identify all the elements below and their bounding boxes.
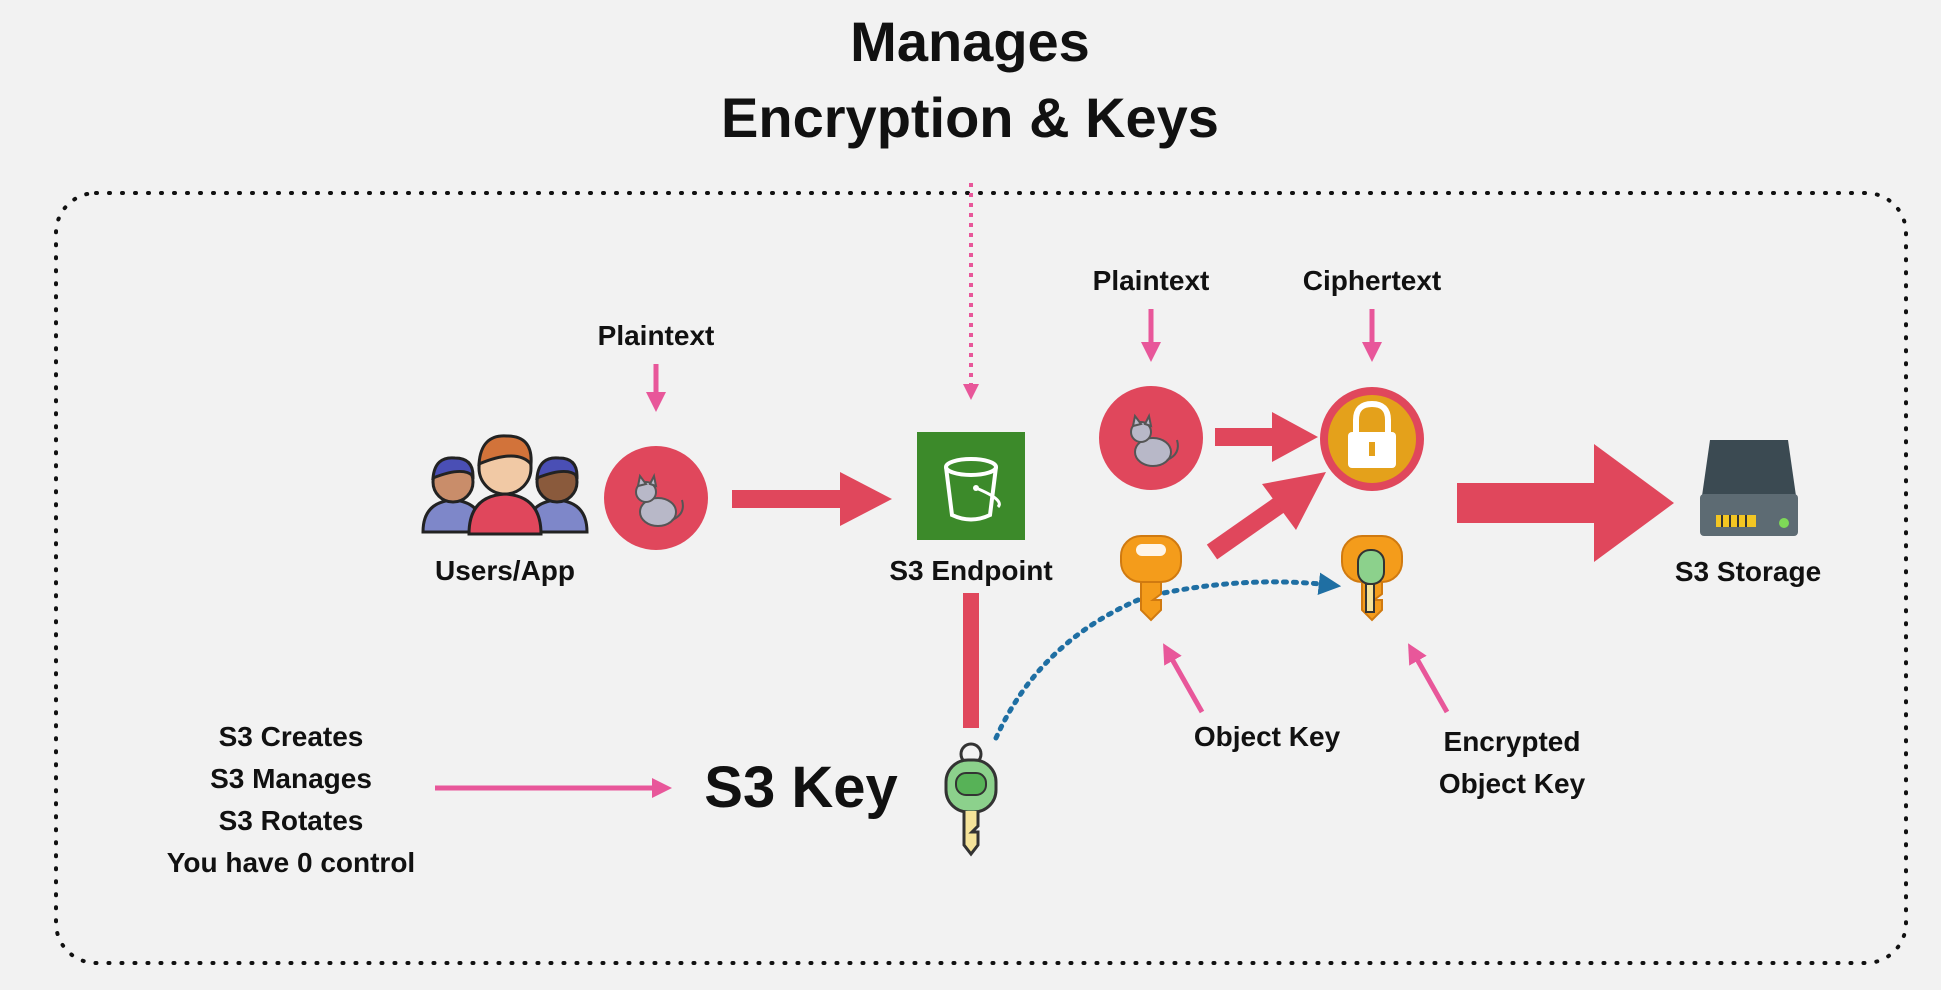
lock-to-storage-arrow — [1457, 444, 1674, 562]
encrypted-object-key-label: Encrypted Object Key — [1439, 721, 1585, 805]
page-title: Manages Encryption & Keys — [721, 4, 1219, 156]
object-key-icon — [1120, 535, 1182, 622]
s3-bucket-icon — [917, 432, 1025, 540]
s3-fact-item: S3 Creates — [218, 721, 364, 752]
s3-facts-list: S3 Creates S3 Manages S3 Rotates You hav… — [167, 716, 415, 884]
object-key-label: Object Key — [1193, 721, 1341, 752]
cat-icon-right — [1099, 386, 1203, 490]
ciphertext-label: Ciphertext — [1302, 265, 1442, 296]
title-line-2: Encryption & Keys — [721, 86, 1219, 149]
s3-fact-item: You have 0 control — [166, 847, 416, 878]
s3-endpoint-label: S3 Endpoint — [889, 555, 1053, 586]
users-icon — [421, 434, 589, 536]
users-app-label: Users/App — [434, 555, 576, 586]
padlock-icon — [1320, 387, 1424, 491]
storage-drive-icon — [1700, 440, 1798, 536]
endpoint-to-s3key-line — [963, 593, 979, 728]
cat-to-lock-arrow — [1215, 412, 1318, 462]
key-to-lock-arrow — [1206, 472, 1326, 560]
s3-fact-item: S3 Rotates — [218, 805, 364, 836]
s3-storage-label: S3 Storage — [1674, 556, 1822, 587]
s3-key-icon — [944, 742, 998, 857]
cat-icon-left — [604, 446, 708, 550]
s3-fact-item: S3 Manages — [210, 763, 372, 794]
plaintext-right-label: Plaintext — [1092, 265, 1210, 296]
key-encryption-dotted-arrow — [993, 572, 1342, 741]
plaintext-left-label: Plaintext — [597, 320, 715, 351]
boundary-box — [54, 191, 1908, 965]
title-line-1: Manages — [850, 10, 1090, 73]
encrypted-object-key-label-line-1: Encrypted — [1443, 726, 1581, 757]
s3-key-label: S3 Key — [704, 755, 898, 820]
encrypted-key-label-arrow — [1408, 643, 1450, 714]
object-key-label-arrow — [1163, 643, 1205, 714]
encrypted-object-key-label-line-2: Object Key — [1438, 768, 1586, 799]
encrypted-object-key-icon — [1341, 535, 1403, 622]
cat-to-endpoint-arrow — [732, 472, 892, 526]
